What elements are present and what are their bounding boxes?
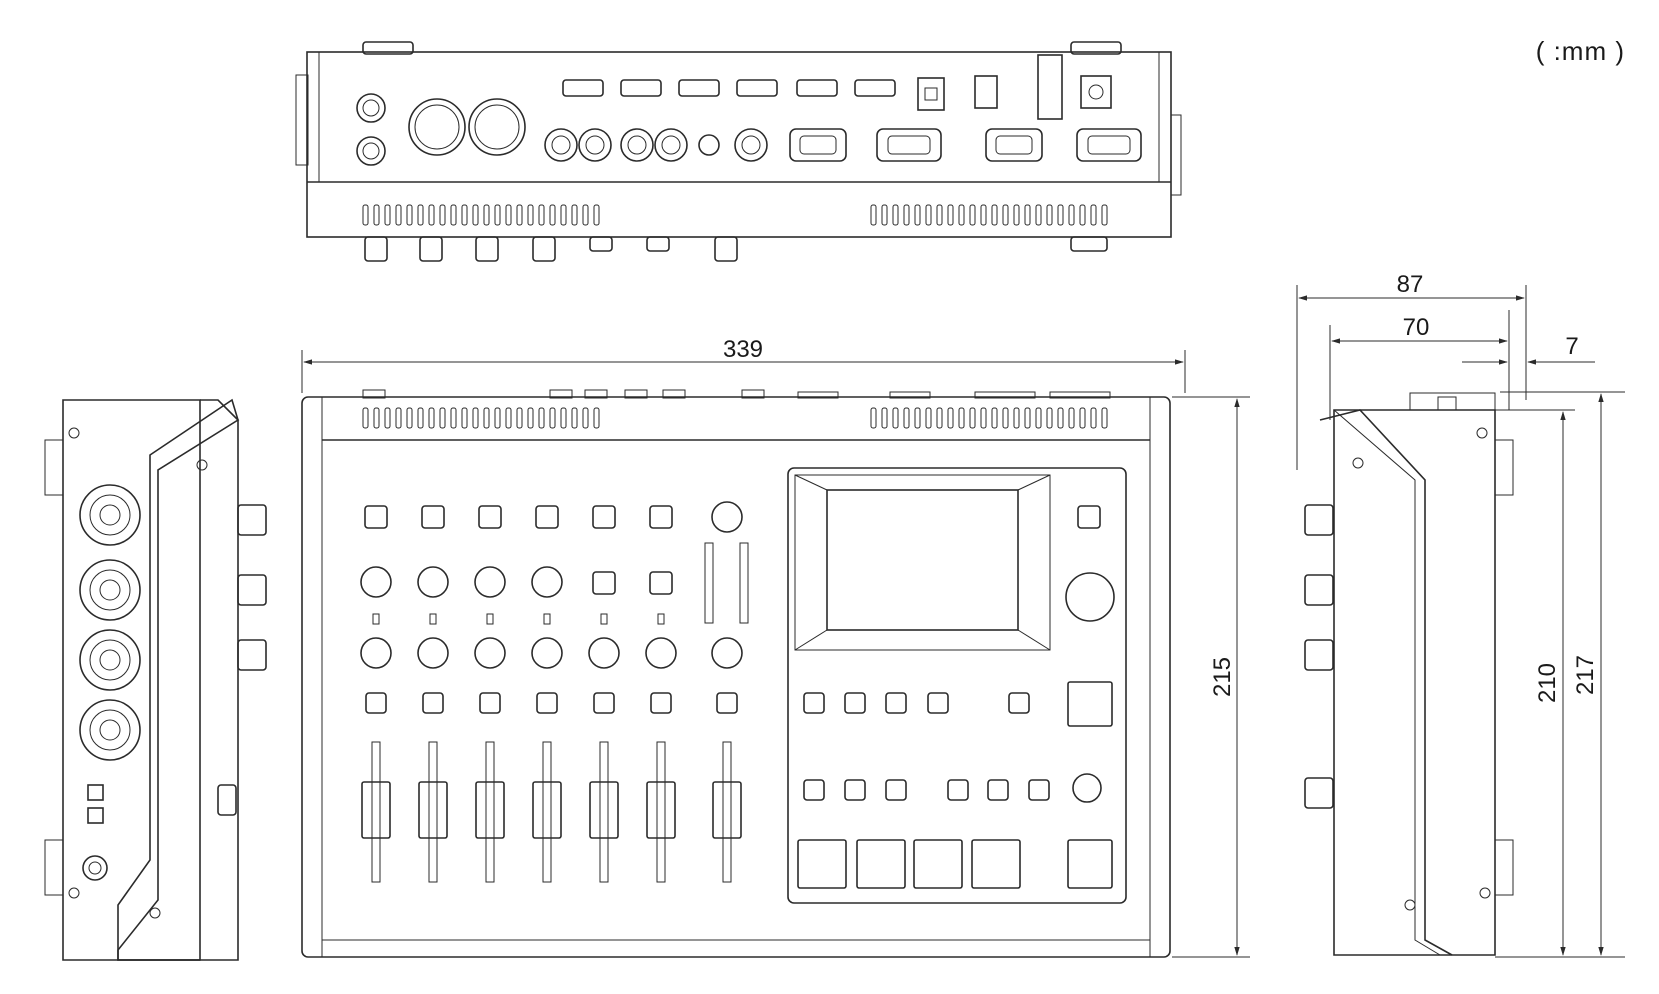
- left-xlr-connectors: [79, 484, 141, 761]
- dimension-height-side-label: 210: [1534, 663, 1561, 703]
- dimension-depth-offset-label: 7: [1565, 333, 1578, 360]
- rear-connectors: [356, 54, 1142, 166]
- dimension-depth-body-label: 70: [1403, 314, 1430, 341]
- front-view: [301, 389, 1171, 958]
- right-side-view: [1304, 392, 1514, 956]
- dimension-width-label: 339: [723, 336, 763, 363]
- front-controls: [360, 501, 1050, 889]
- dimension-depth-total-label: 87: [1397, 271, 1424, 298]
- rear-knobs: [364, 236, 1108, 262]
- dimension-height-total-label: 217: [1572, 655, 1599, 695]
- left-side-view: [44, 398, 267, 961]
- front-vents: [362, 407, 1108, 429]
- dimension-height-front-label: 215: [1209, 657, 1236, 697]
- rear-view: [295, 41, 1182, 262]
- dimension-lines: 339 215 87 70 7 210 217: [301, 271, 1625, 958]
- rear-vents: [362, 204, 1108, 226]
- unit-label: ( :mm ): [1535, 36, 1625, 66]
